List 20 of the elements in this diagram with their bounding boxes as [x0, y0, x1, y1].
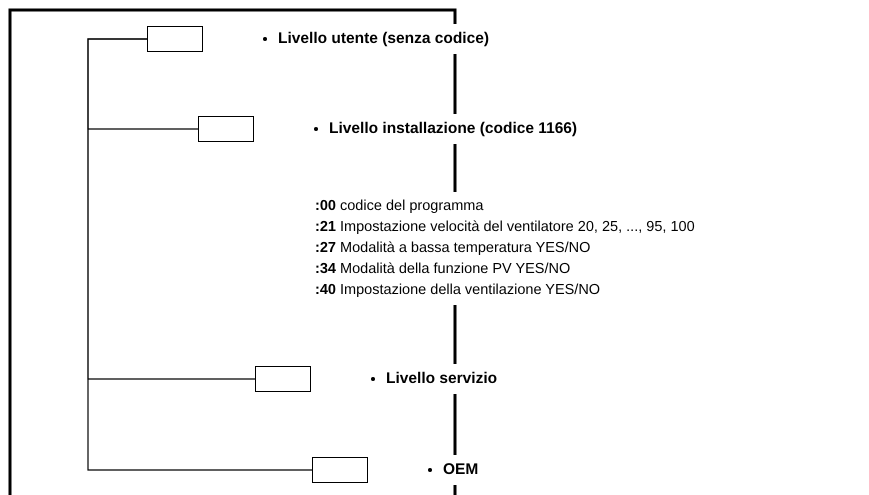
- empty-box: [312, 457, 368, 483]
- connector-line: [454, 54, 456, 114]
- connector-line: [454, 305, 456, 364]
- tree-line: [87, 38, 312, 471]
- level-label: Livello servizio: [386, 370, 498, 388]
- level-label: Livello installazione (codice 1166): [329, 120, 578, 138]
- empty-box: [147, 26, 203, 52]
- parameter-line: :21 Impostazione velocità del ventilatore 20, 25, ..., 95, 100: [315, 218, 695, 237]
- parameter-line: :34 Modalità della funzione PV YES/NO: [315, 260, 572, 279]
- level-label: Livello utente (senza codice): [278, 30, 490, 48]
- empty-box: [255, 366, 311, 392]
- parameter-line: :27 Modalità a bassa temperatura YES/NO: [315, 239, 592, 258]
- parameter-line: :00 codice del programma: [315, 197, 484, 216]
- parameter-line: :40 Impostazione della ventilazione YES/NO: [315, 281, 602, 300]
- empty-box: [198, 116, 254, 142]
- connector-line: [454, 144, 456, 192]
- connector-line: [454, 394, 456, 455]
- level-label: OEM: [443, 461, 478, 479]
- connector-line: [454, 10, 456, 24]
- connector-line: [454, 485, 456, 495]
